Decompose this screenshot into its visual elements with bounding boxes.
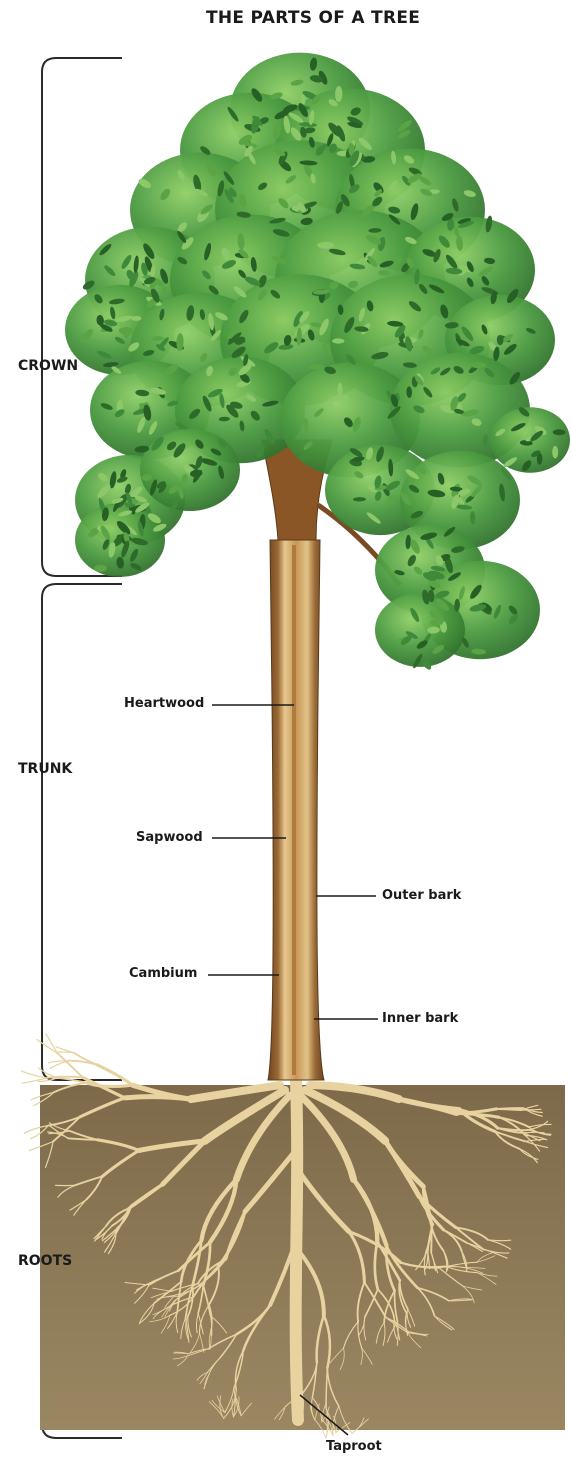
- label-sapwood: Sapwood: [136, 831, 203, 844]
- section-label-trunk: TRUNK: [18, 762, 72, 776]
- diagram-title: THE PARTS OF A TREE: [206, 10, 420, 27]
- bracket-trunk: [42, 584, 122, 1080]
- trunk: [262, 440, 400, 1080]
- label-heartwood: Heartwood: [124, 697, 204, 710]
- label-cambium: Cambium: [129, 967, 197, 980]
- label-outer-bark: Outer bark: [382, 889, 461, 902]
- label-inner-bark: Inner bark: [382, 1012, 458, 1025]
- section-label-crown: CROWN: [18, 359, 78, 373]
- section-label-roots: ROOTS: [18, 1254, 72, 1268]
- label-taproot: Taproot: [326, 1440, 382, 1453]
